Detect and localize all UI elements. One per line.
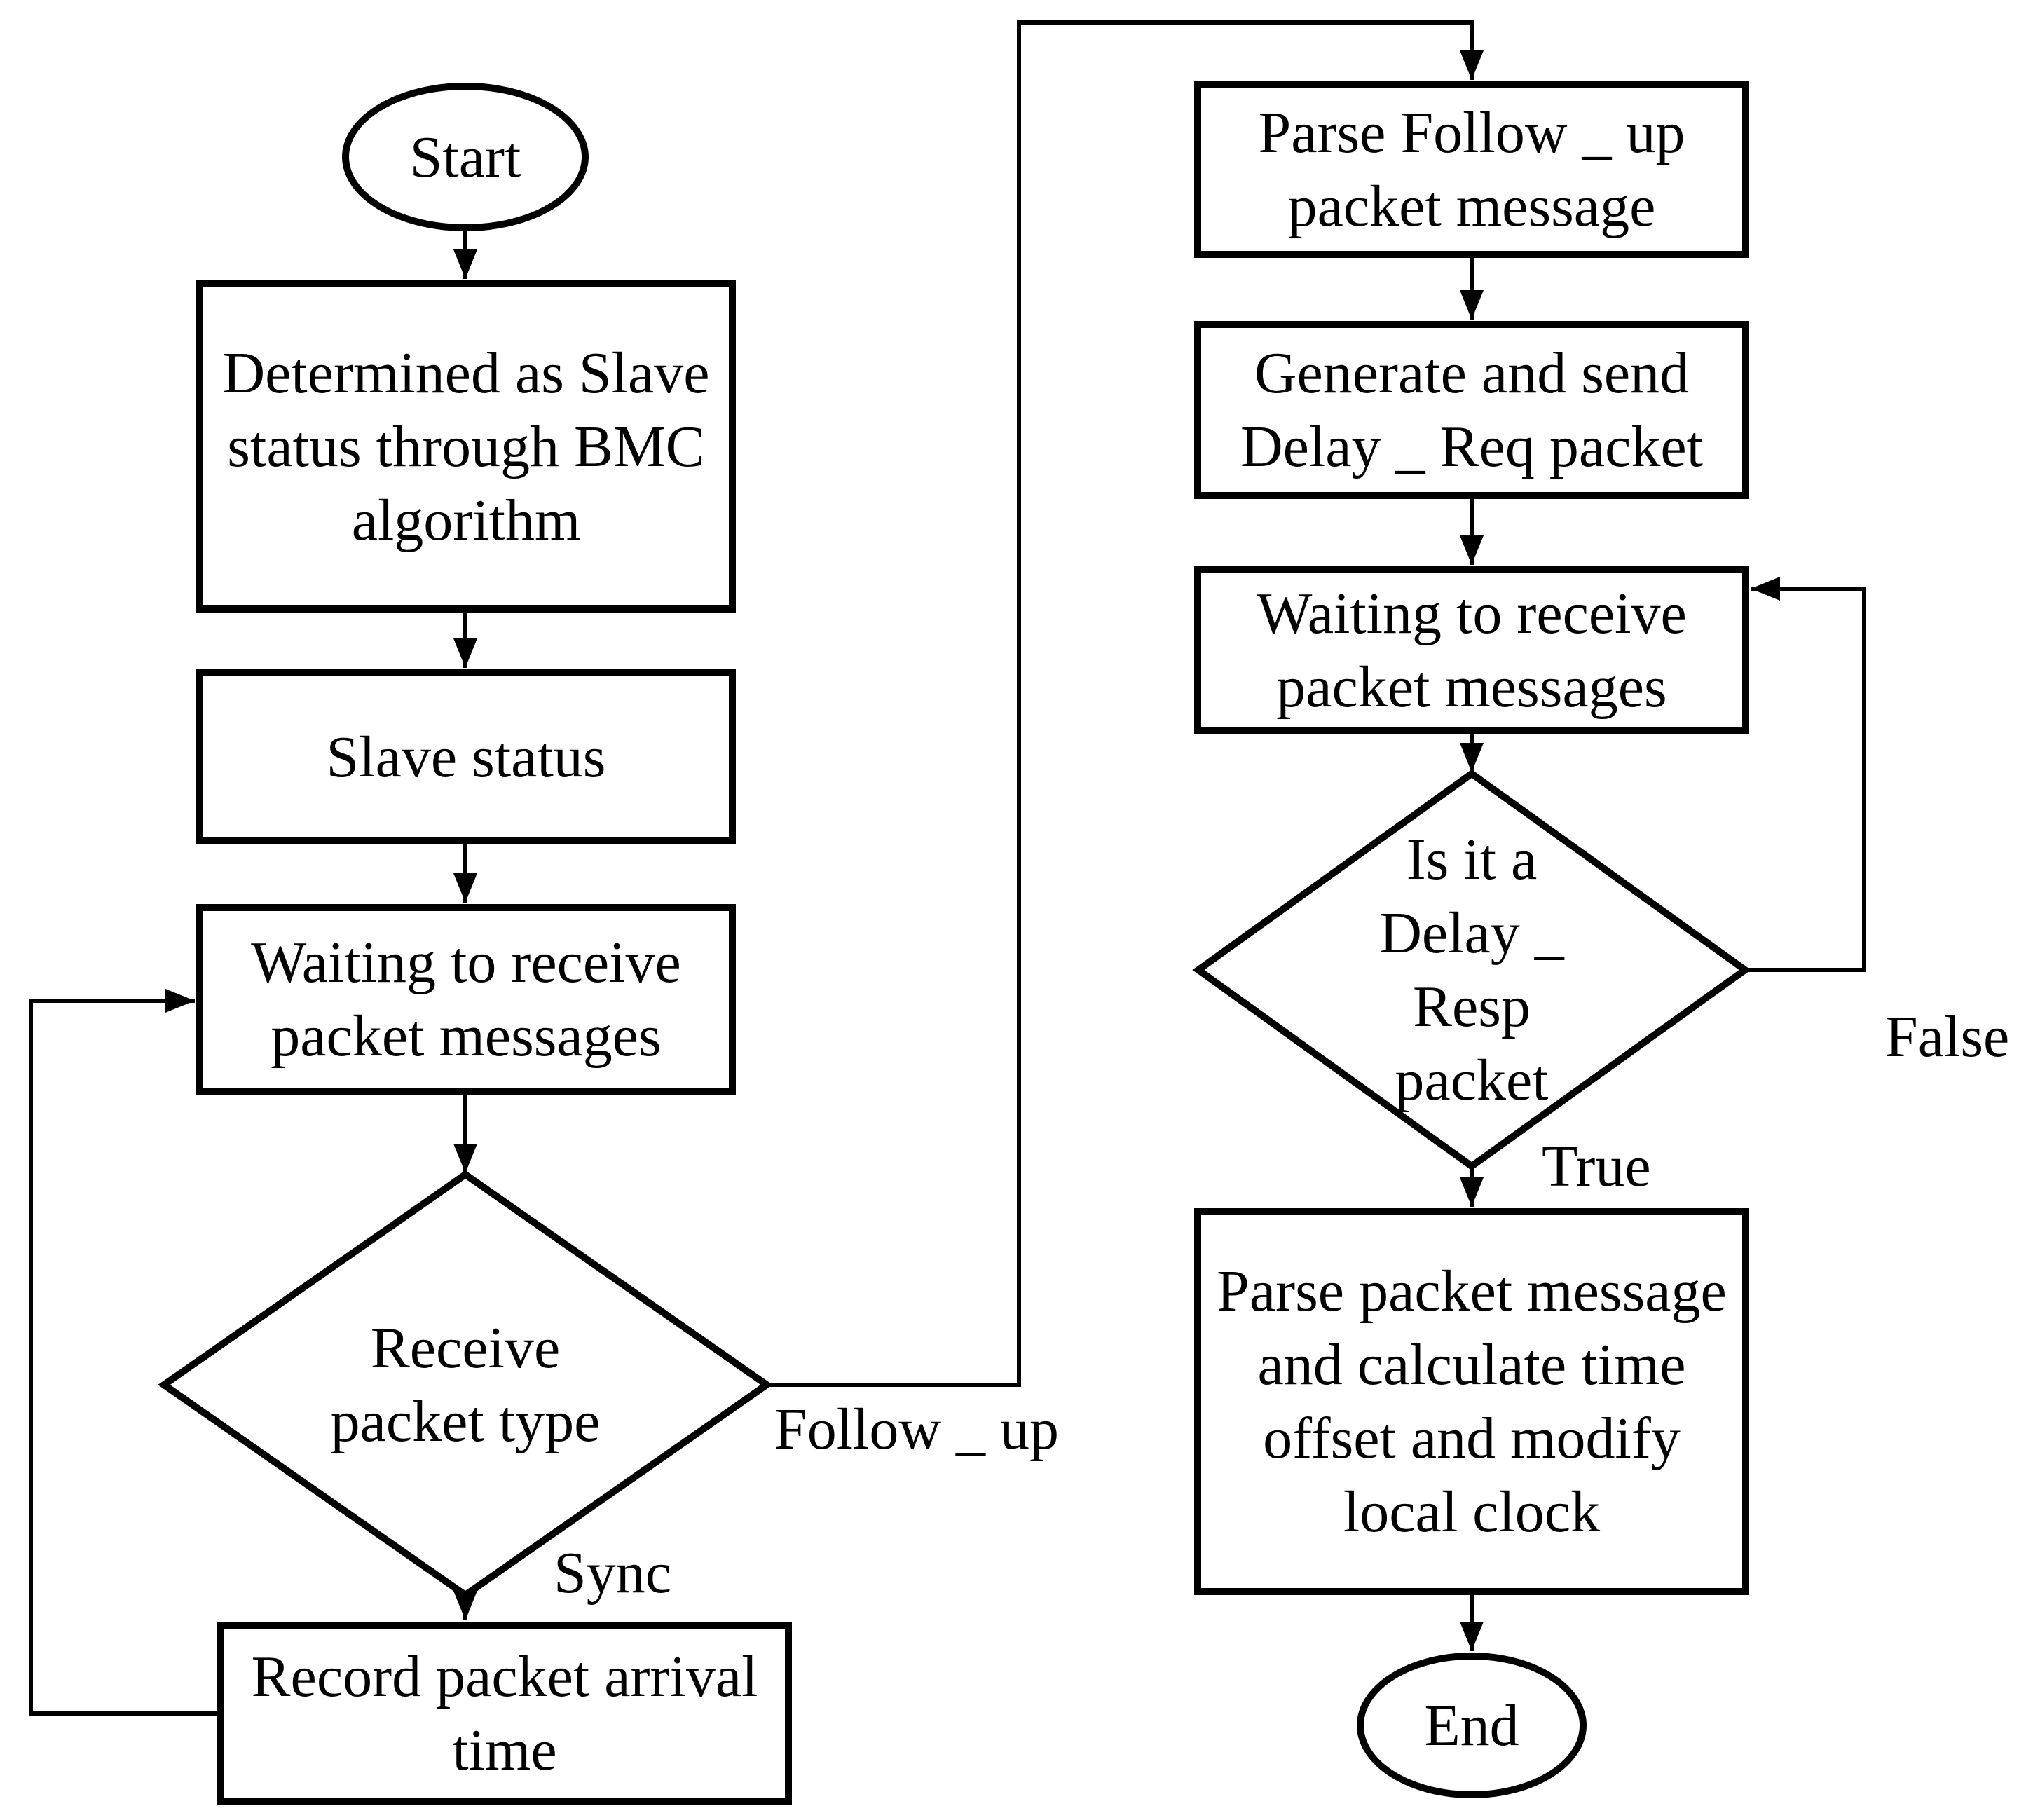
process-record-arrival-time: Record packet arrival time [217,1622,792,1805]
is-delay-resp-diamond [1192,769,1751,1171]
process-parse-calculate-offset: Parse packet message and calculate time … [1194,1208,1749,1595]
edge-follow-up-to-parse [767,20,1484,1387]
process-generate-delay-req: Generate and send Delay _ Req packet [1194,321,1749,499]
edge-label-sync: Sync [554,1540,671,1606]
edge-label-false: False [1885,1004,2010,1069]
loop-record-to-waiting-left [29,989,217,1716]
edge-label-follow-up: Follow _ up [774,1397,1060,1462]
process-parse-follow-up: Parse Follow _ up packet message [1194,81,1749,258]
start-node: Start [342,83,589,231]
decision-receive-packet-type-label: Receive packet type [330,1315,601,1454]
process-determined-slave-status: Determined as Slave status through BMC a… [196,280,736,613]
decision-is-delay-resp-label: Is it a Delay _ Resp packet [1379,827,1564,1113]
loop-false-to-waiting-right [1745,577,1866,972]
process-waiting-receive-left: Waiting to receive packet messages [196,904,736,1095]
process-waiting-receive-right: Waiting to receive packet messages [1194,566,1749,734]
process-slave-status: Slave status [196,669,736,844]
edge-label-true: True [1542,1134,1651,1199]
receive-packet-type-diamond [158,1170,773,1600]
end-node: End [1357,1653,1587,1798]
